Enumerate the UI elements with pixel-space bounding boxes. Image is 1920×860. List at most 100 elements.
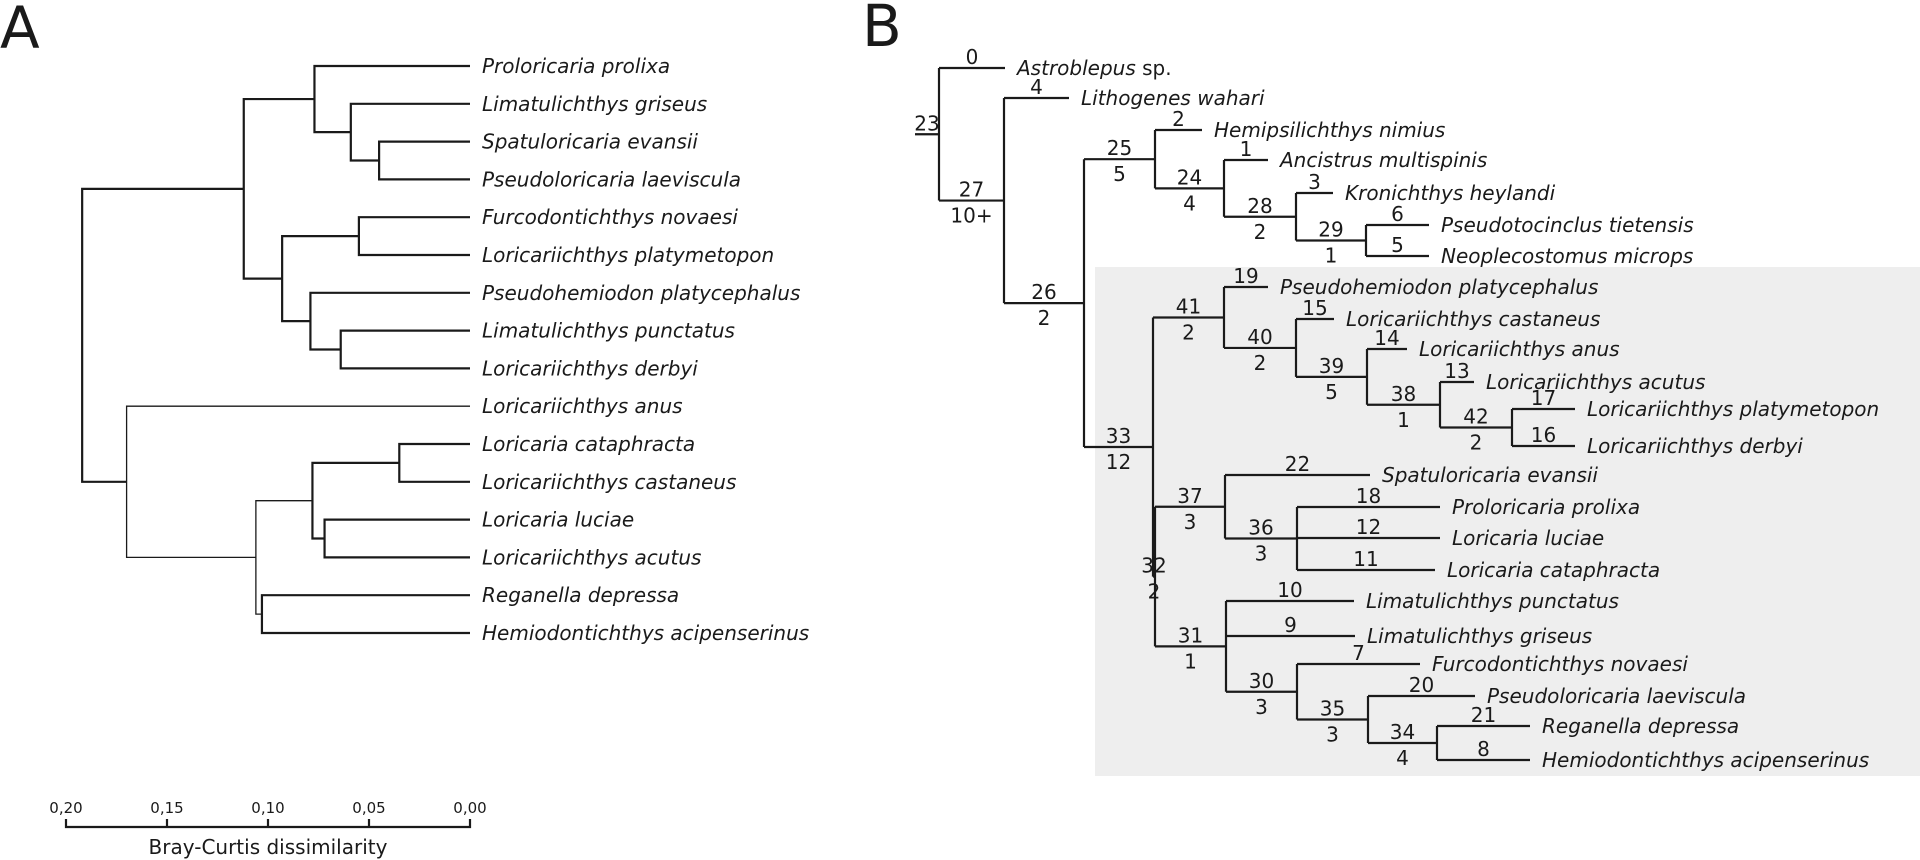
branch-support-below: 1 bbox=[1184, 649, 1197, 673]
branch-support-below: 10+ bbox=[950, 204, 992, 228]
branch-support-above: 4 bbox=[1030, 75, 1043, 99]
branch-support-above: 14 bbox=[1374, 326, 1399, 350]
branch-support-below: 2 bbox=[1254, 220, 1267, 244]
taxon-label-furcodontichthys-novaesi: Furcodontichthys novaesi bbox=[1432, 652, 1688, 676]
branch-support-above: 8 bbox=[1477, 737, 1490, 761]
branch-support-above: 20 bbox=[1409, 673, 1434, 697]
dendrogram-branch-a15 bbox=[81, 187, 244, 483]
leaf-label-limatulichthys-griseus: Limatulichthys griseus bbox=[482, 92, 707, 116]
dendrogram-branch-a7 bbox=[281, 235, 359, 323]
branch-support-below: 1 bbox=[1397, 408, 1410, 432]
leaf-label-pseudohemiodon-platycephalus: Pseudohemiodon platycephalus bbox=[482, 281, 800, 305]
branch-support-above: 10 bbox=[1277, 578, 1302, 602]
taxon-label-hemipsilichthys-nimius: Hemipsilichthys nimius bbox=[1214, 118, 1445, 142]
branch-support-below: 2 bbox=[1254, 351, 1267, 375]
branch-support-above: 35 bbox=[1320, 697, 1345, 721]
leaf-label-loricariichthys-castaneus: Loricariichthys castaneus bbox=[482, 470, 736, 494]
branch-support-above: 18 bbox=[1356, 484, 1381, 508]
branch-support-above: 6 bbox=[1391, 202, 1404, 226]
branch-support-above: 17 bbox=[1531, 386, 1556, 410]
branch-support-above: 29 bbox=[1318, 218, 1343, 242]
taxon-label-spatuloricaria-evansii: Spatuloricaria evansii bbox=[1382, 463, 1598, 487]
branch-support-above: 23 bbox=[914, 111, 939, 135]
branch-support-above: 25 bbox=[1107, 136, 1132, 160]
taxon-label-neoplecostomus-microps: Neoplecostomus microps bbox=[1441, 244, 1693, 268]
taxon-label-pseudoloricaria-laeviscula: Pseudoloricaria laeviscula bbox=[1487, 684, 1746, 708]
leaf-label-pseudoloricaria-laeviscula: Pseudoloricaria laeviscula bbox=[482, 167, 741, 191]
branch-support-above: 9 bbox=[1284, 613, 1297, 637]
taxon-label-loricariichthys-acutus: Loricariichthys acutus bbox=[1486, 370, 1705, 394]
taxon-label-pseudotocinclus-tietensis: Pseudotocinclus tietensis bbox=[1441, 213, 1694, 237]
axis-title: Bray-Curtis dissimilarity bbox=[149, 835, 388, 859]
branch-support-below: 5 bbox=[1325, 380, 1338, 404]
branch-support-above: 40 bbox=[1247, 325, 1272, 349]
branch-support-below: 3 bbox=[1255, 542, 1268, 566]
taxon-label-proloricaria-prolixa: Proloricaria prolixa bbox=[1452, 495, 1640, 519]
taxon-label-limatulichthys-griseus: Limatulichthys griseus bbox=[1367, 624, 1592, 648]
branch-support-below: 4 bbox=[1396, 746, 1409, 770]
branch-support-above: 39 bbox=[1319, 354, 1344, 378]
taxon-label-astroblepus: Astroblepus sp. bbox=[1015, 56, 1172, 80]
branch-support-above: 28 bbox=[1247, 194, 1272, 218]
leaf-label-furcodontichthys-novaesi: Furcodontichthys novaesi bbox=[482, 205, 738, 229]
dendrogram-branch-a5 bbox=[339, 329, 470, 370]
axis-tick-label: 0,15 bbox=[150, 799, 183, 817]
leaf-label-loricariichthys-acutus: Loricariichthys acutus bbox=[482, 545, 701, 569]
branch-support-above: 11 bbox=[1353, 547, 1378, 571]
branch-support-above: 16 bbox=[1531, 423, 1556, 447]
dendrogram-branch-a4 bbox=[357, 216, 470, 257]
branch-support-above: 7 bbox=[1352, 641, 1365, 665]
taxon-label-pseudohemiodon-platycephalus: Pseudohemiodon platycephalus bbox=[1280, 275, 1598, 299]
leaf-label-spatuloricaria-evansii: Spatuloricaria evansii bbox=[482, 130, 698, 154]
dendrogram-branch-a3 bbox=[313, 64, 470, 134]
panel-a-label: A bbox=[0, 0, 40, 62]
taxon-label-loricaria-luciae: Loricaria luciae bbox=[1452, 526, 1604, 550]
branch-support-below: 4 bbox=[1183, 191, 1196, 215]
branch-support-above: 33 bbox=[1106, 424, 1131, 448]
leaf-label-reganella-depressa: Reganella depressa bbox=[482, 583, 679, 607]
branch-support-above: 21 bbox=[1471, 703, 1496, 727]
branch-support-below: 5 bbox=[1113, 162, 1126, 186]
branch-support-above: 31 bbox=[1178, 623, 1203, 647]
branch-support-above: 26 bbox=[1031, 280, 1056, 304]
leaf-label-loricariichthys-derbyi: Loricariichthys derbyi bbox=[482, 356, 698, 380]
branch-support-below: 2 bbox=[1038, 306, 1051, 330]
taxon-label-ancistrus-multispinis: Ancistrus multispinis bbox=[1278, 148, 1487, 172]
branch-support-above: 15 bbox=[1302, 296, 1327, 320]
dendrogram-branch-a1 bbox=[378, 140, 470, 181]
branch-support-above: 41 bbox=[1176, 294, 1201, 318]
leaf-label-loricaria-luciae: Loricaria luciae bbox=[482, 508, 634, 532]
taxon-label-hemiodontichthys-acipenserinus: Hemiodontichthys acipenserinus bbox=[1542, 748, 1869, 772]
branch-support-above: 12 bbox=[1356, 515, 1381, 539]
taxon-label-loricariichthys-anus: Loricariichthys anus bbox=[1419, 337, 1620, 361]
taxon-label-loricariichthys-derbyi: Loricariichthys derbyi bbox=[1587, 434, 1803, 458]
leaf-label-loricaria-cataphracta: Loricaria cataphracta bbox=[482, 432, 695, 456]
branch-support-above: 34 bbox=[1390, 720, 1415, 744]
branch-support-above: 27 bbox=[959, 178, 984, 202]
dendrogram-branch-a13 bbox=[255, 500, 313, 615]
branch-support-above: 22 bbox=[1285, 452, 1310, 476]
taxon-label-limatulichthys-punctatus: Limatulichthys punctatus bbox=[1366, 589, 1619, 613]
branch-support-above: 30 bbox=[1249, 669, 1274, 693]
taxon-label-kronichthys-heylandi: Kronichthys heylandi bbox=[1345, 181, 1556, 205]
leaf-label-limatulichthys-punctatus: Limatulichthys punctatus bbox=[482, 319, 735, 343]
branch-support-below: 1 bbox=[1325, 244, 1338, 268]
branch-support-above: 1 bbox=[1240, 137, 1253, 161]
axis-tick-label: 0,00 bbox=[453, 799, 486, 817]
taxon-label-loricariichthys-castaneus: Loricariichthys castaneus bbox=[1346, 307, 1600, 331]
dendrogram-branch-a10 bbox=[323, 518, 470, 559]
branch-support-above: 2 bbox=[1172, 107, 1185, 131]
dendrogram-branch-a6 bbox=[309, 291, 470, 351]
leaf-label-loricariichthys-anus: Loricariichthys anus bbox=[482, 394, 683, 418]
branch-support-above: 3 bbox=[1308, 170, 1321, 194]
dendrogram-branch-a8 bbox=[242, 97, 315, 280]
branch-support-above: 42 bbox=[1463, 405, 1488, 429]
axis-tick-label: 0,05 bbox=[352, 799, 385, 817]
branch-support-above: 36 bbox=[1248, 516, 1273, 540]
branch-support-below: 2 bbox=[1182, 320, 1195, 344]
axis-tick-label: 0,20 bbox=[49, 799, 82, 817]
